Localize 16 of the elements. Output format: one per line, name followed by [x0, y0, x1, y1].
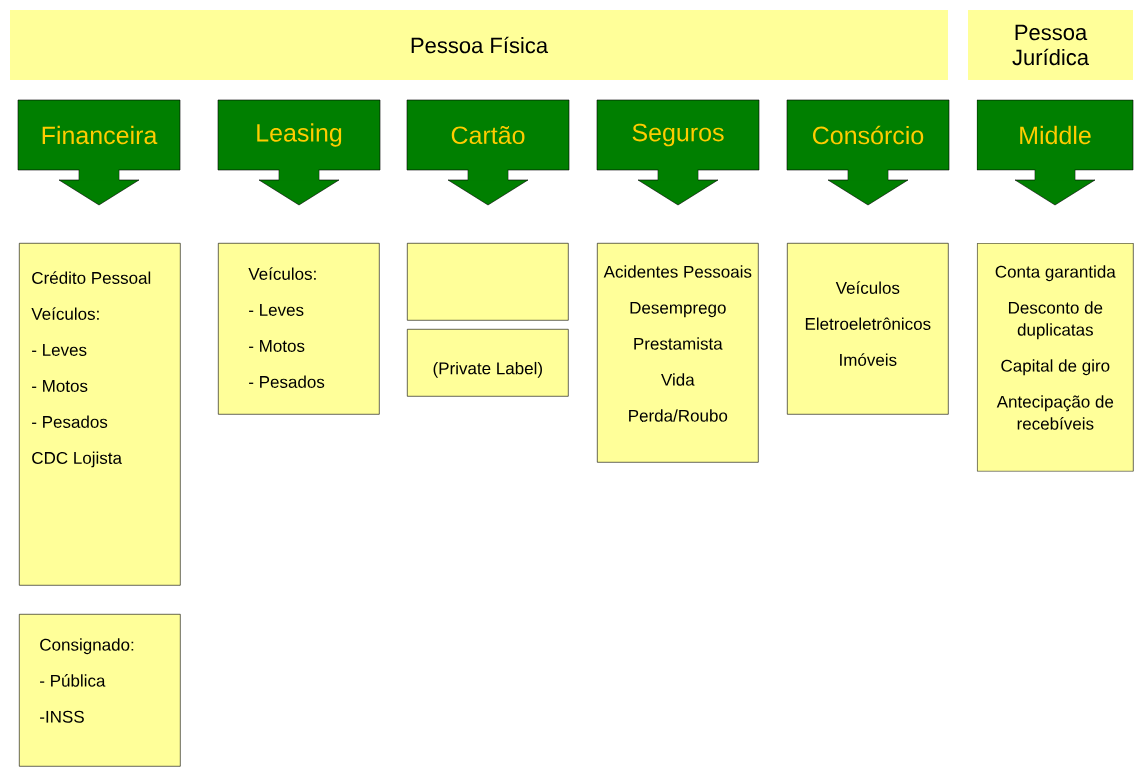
- down-arrow-banner: Leasing: [217, 99, 381, 206]
- down-arrow-banner: Consórcio: [786, 99, 950, 206]
- list-box: (Private Label): [407, 329, 569, 397]
- list-box: Crédito Pessoal Veículos: - Leves - Motos - Pesados CDC Lojista: [19, 243, 181, 586]
- list-box: Consignado: - Pública -INSS: [19, 614, 181, 767]
- down-arrow-banner: Financeira: [17, 99, 181, 206]
- list-box: Veículos Eletroeletrônicos Imóveis: [787, 243, 949, 415]
- down-arrow-banner: Cartão: [406, 99, 570, 206]
- list-box: Conta garantida Desconto de duplicatas Capital de giro Antecipação de recebíveis: [977, 243, 1134, 472]
- title-band: Pessoa Física: [10, 10, 948, 80]
- list-box: Veículos: - Leves - Motos - Pesados: [218, 243, 380, 415]
- empty-box: [407, 243, 569, 321]
- down-arrow-banner: Middle: [976, 99, 1134, 206]
- down-arrow-banner: Seguros: [596, 99, 760, 206]
- list-box: Acidentes Pessoais Desemprego Prestamista Vida Perda/Roubo: [597, 243, 759, 463]
- title-band: Pessoa Jurídica: [968, 10, 1133, 80]
